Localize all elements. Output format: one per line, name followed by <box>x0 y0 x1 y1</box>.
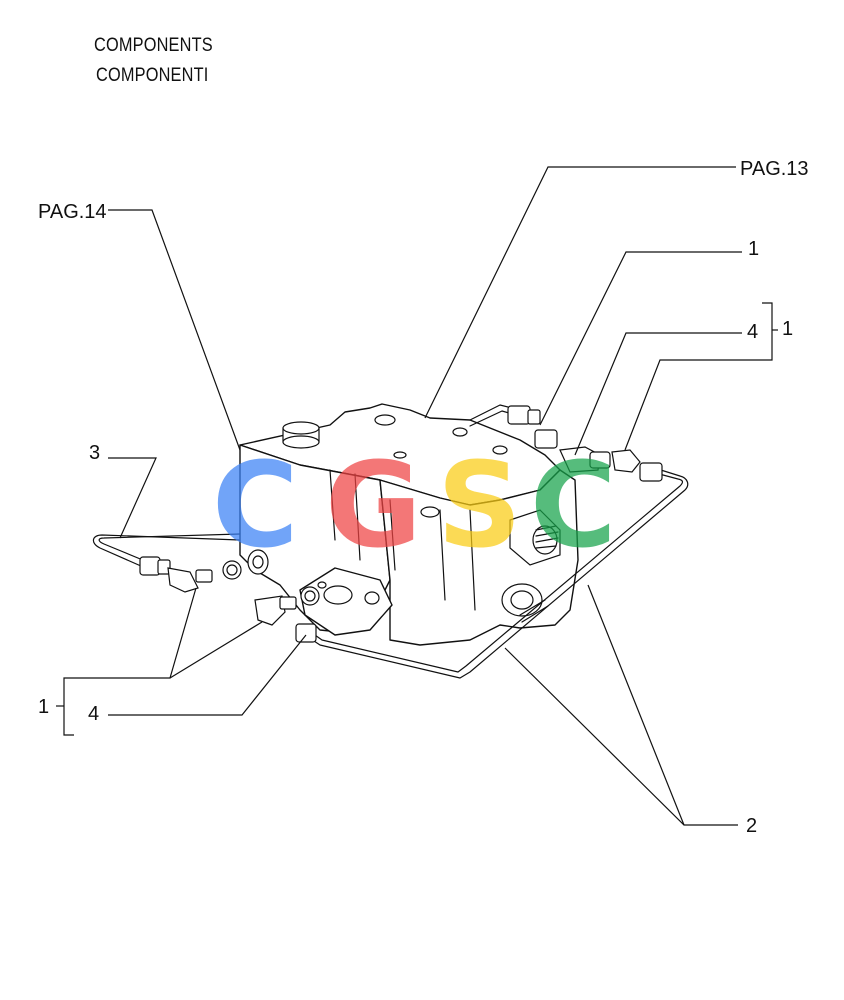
watermark-letter-g: G <box>325 436 422 574</box>
watermark-letter-s: S <box>437 436 522 574</box>
pipe-2 <box>304 465 689 679</box>
callout-4-right: 4 <box>747 321 758 343</box>
watermark-letter-c1: C <box>212 436 299 574</box>
callout-2: 2 <box>746 815 757 837</box>
title-components: COMPONENTS <box>94 35 213 56</box>
leader-lines <box>56 166 778 826</box>
pipe-3 <box>92 533 241 571</box>
callout-pag14: PAG.14 <box>38 201 107 223</box>
callout-4-left: 4 <box>88 703 99 725</box>
title-componenti: COMPONENTI <box>96 65 209 86</box>
callout-1-bracket-right: 1 <box>782 318 793 340</box>
valve-body <box>222 403 579 646</box>
callout-pag13: PAG.13 <box>740 158 809 180</box>
cgsc-watermark-logo: C G S C <box>212 436 617 574</box>
fittings <box>139 405 663 643</box>
callout-1-upper-right: 1 <box>748 238 759 260</box>
callout-1-bracket-left: 1 <box>38 696 49 718</box>
callout-3: 3 <box>89 442 100 464</box>
watermark-letter-c2: C <box>530 436 617 574</box>
